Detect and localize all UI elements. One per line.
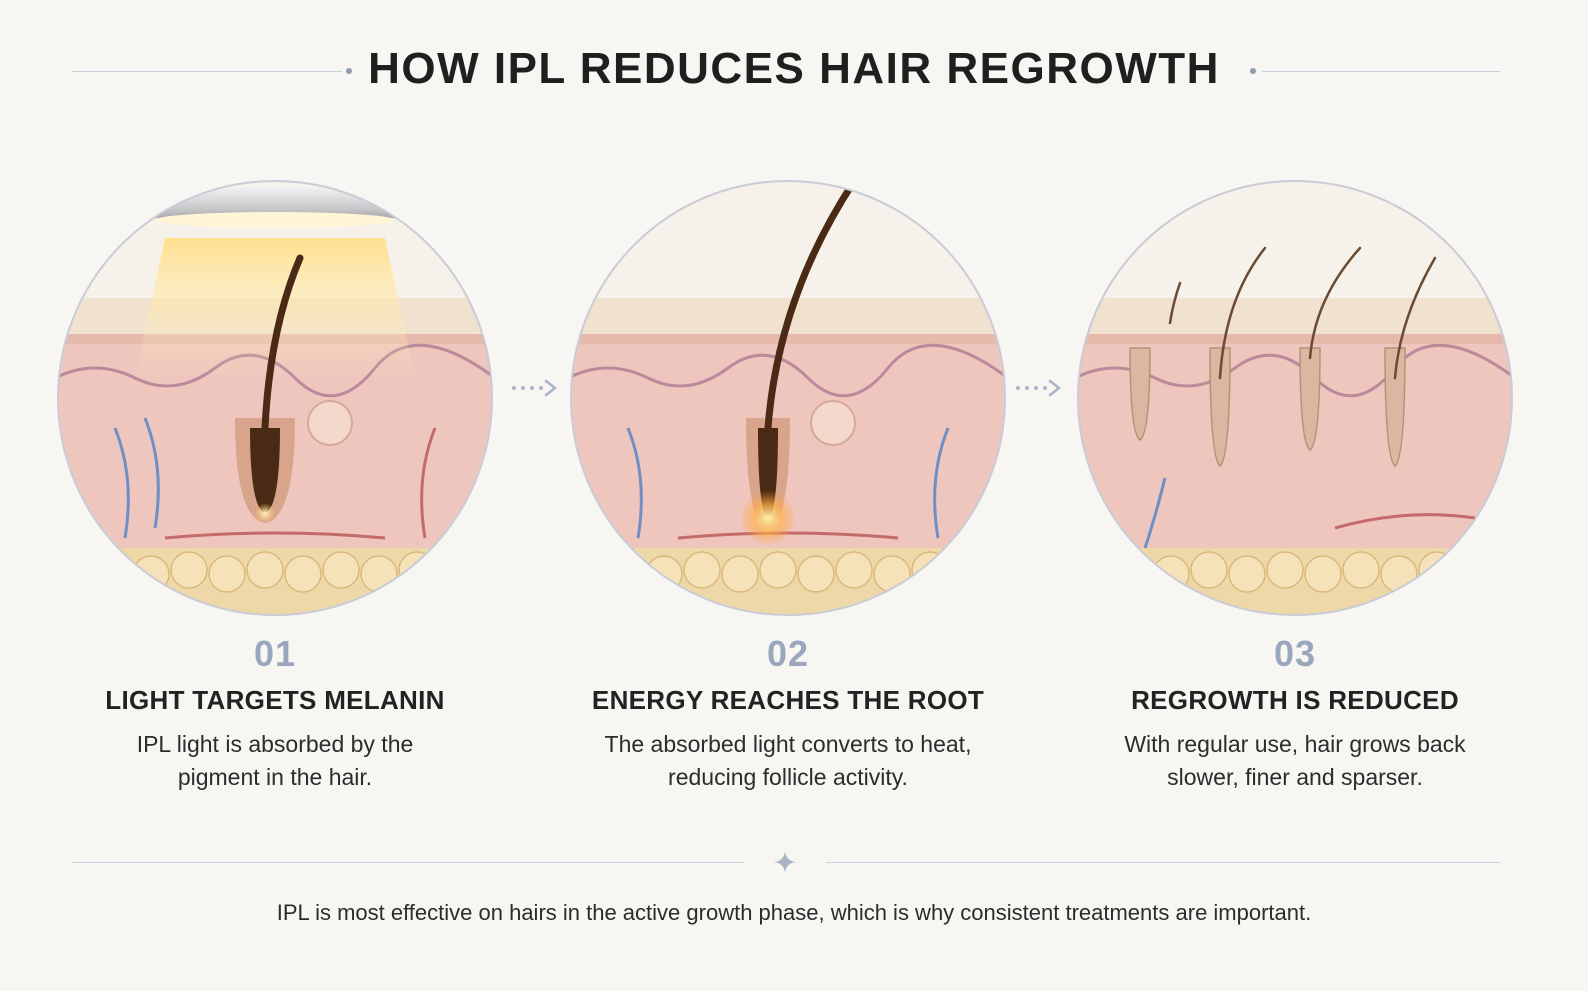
flow-arrow-1 (510, 378, 560, 398)
footer-right-rule (826, 862, 1500, 863)
header-left-rule (72, 71, 342, 72)
header-right-dot (1250, 68, 1256, 74)
header-left-dot (346, 68, 352, 74)
step-2: 02 ENERGY REACHES THE ROOT The absorbed … (548, 633, 1028, 794)
step-number: 02 (766, 633, 810, 674)
footer-left-rule (72, 862, 744, 863)
step-description: The absorbed light converts to heat, red… (604, 731, 972, 790)
illustration-energy-root (568, 178, 1008, 618)
step-1: 01 LIGHT TARGETS MELANIN IPL light is ab… (35, 633, 515, 794)
step-title: ENERGY REACHES THE ROOT (591, 685, 985, 715)
step-description: With regular use, hair grows back slower… (1124, 731, 1466, 790)
sparkle-icon (773, 850, 797, 874)
flow-arrow-2 (1014, 378, 1064, 398)
illustration-regrowth-reduced (1075, 178, 1515, 618)
step-description: IPL light is absorbed by the pigment in … (136, 731, 414, 790)
step-number: 01 (253, 633, 297, 674)
header-right-rule (1262, 71, 1500, 72)
step-3: 03 REGROWTH IS REDUCED With regular use,… (1055, 633, 1535, 794)
step-title: LIGHT TARGETS MELANIN (105, 685, 445, 715)
illustration-light-targets (55, 178, 495, 618)
step-title: REGROWTH IS REDUCED (1131, 685, 1459, 715)
header: HOW IPL REDUCES HAIR REGROWTH (0, 36, 1588, 106)
footer-note: IPL is most effective on hairs in the ac… (276, 900, 1312, 925)
page-title: HOW IPL REDUCES HAIR REGROWTH (368, 44, 1220, 93)
step-number: 03 (1273, 633, 1317, 674)
